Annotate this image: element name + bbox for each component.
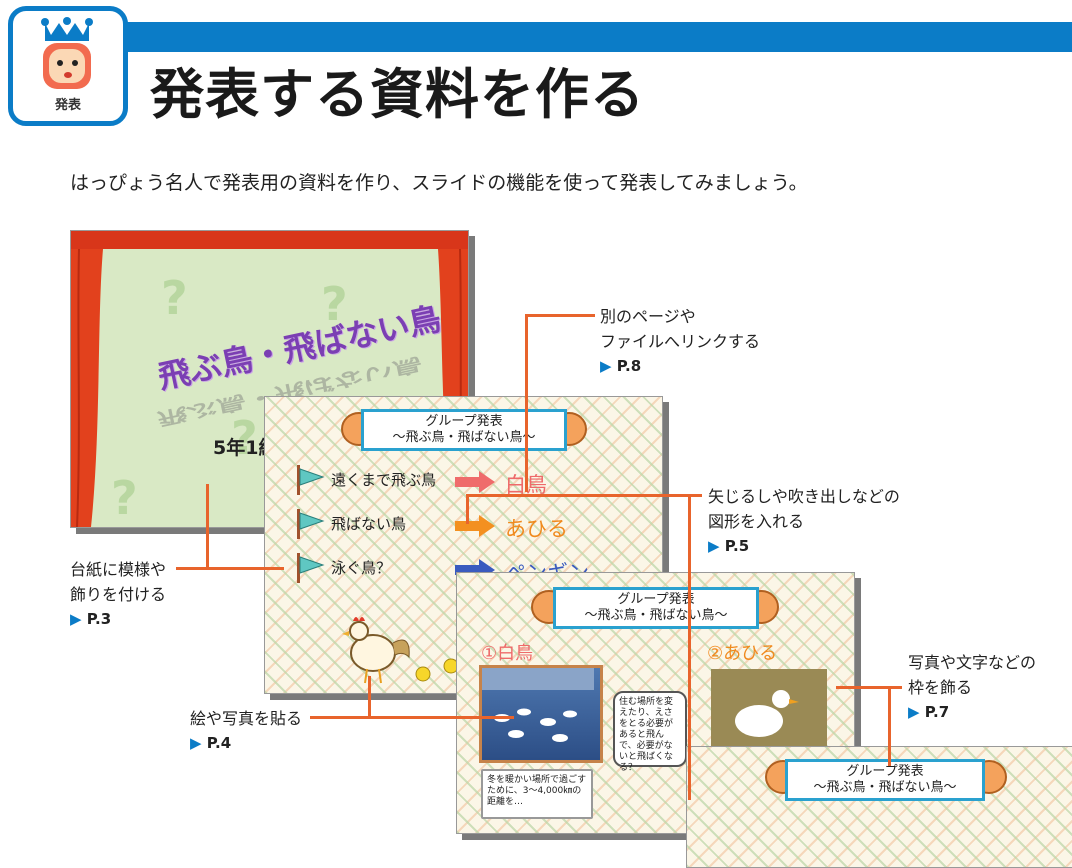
triangle-icon: ▶	[908, 703, 920, 721]
callout-line: ファイルへリンクする	[600, 332, 761, 351]
presentation-badge: 発表	[8, 6, 128, 126]
flag-icon	[297, 465, 325, 495]
rooster-illustration	[342, 617, 410, 684]
callout-line: 枠を飾る	[908, 678, 973, 697]
leader-line	[888, 686, 891, 766]
reference-page: P.3	[86, 610, 112, 628]
callout-background: 台紙に模様や 飾りを付ける ▶ P.3	[70, 557, 166, 632]
slide-photos: グループ発表 ～飛ぶ鳥・飛ばない鳥～ ①白鳥 ②あひる 住む場所を変えたり、えさ…	[456, 572, 855, 834]
list-item-label: 泳ぐ鳥？	[331, 559, 392, 577]
triangle-icon: ▶	[70, 610, 82, 628]
question-mark-icon: ?	[161, 271, 188, 325]
page-reference: ▶ P.7	[908, 700, 1036, 725]
banner-line1: グループ発表	[617, 592, 695, 607]
leader-line	[525, 314, 595, 317]
speech-bubble: 住む場所を変えたり、えさをとる必要があると飛んで、必要がないと飛ばくなる？	[613, 691, 687, 773]
banner-line2: ～飛ぶ鳥・飛ばない鳥～	[392, 430, 536, 445]
flag-icon	[297, 553, 325, 583]
triangle-icon: ▶	[190, 734, 202, 752]
callout-line: 別のページや	[600, 307, 696, 326]
page-reference: ▶ P.3	[70, 607, 166, 632]
callout-frame: 写真や文字などの 枠を飾る ▶ P.7	[908, 650, 1036, 725]
section-heading: ①白鳥	[481, 643, 534, 664]
page-reference: ▶ P.5	[708, 534, 900, 559]
flag-icon	[297, 509, 325, 539]
leader-line	[310, 716, 514, 719]
banner-line2: ～飛ぶ鳥・飛ばない鳥～	[813, 780, 957, 795]
callout-line: 矢じるしや吹き出しなどの	[708, 487, 900, 506]
arrow-right-icon	[455, 515, 495, 537]
callout-line: 写真や文字などの	[908, 653, 1037, 672]
section-heading: ②あひる	[707, 643, 778, 664]
list-item-label: 飛ばない鳥	[331, 515, 407, 533]
leader-line	[176, 567, 284, 570]
callout-line: 台紙に模様や	[70, 560, 167, 579]
list-item-answer: あひる	[505, 517, 568, 541]
duck-photo-graphic	[711, 669, 827, 755]
leader-line	[836, 686, 902, 689]
king-face-icon	[41, 17, 93, 89]
reference-page: P.5	[724, 537, 750, 555]
triangle-icon: ▶	[600, 357, 612, 375]
callout-line: 絵や写真を貼る	[190, 709, 303, 728]
swan-photo-graphic	[482, 668, 594, 742]
leader-line	[466, 494, 702, 497]
callout-shapes: 矢じるしや吹き出しなどの 図形を入れる ▶ P.5	[708, 484, 900, 559]
arrow-right-icon	[455, 471, 495, 493]
header-bar	[110, 22, 1072, 52]
leader-line	[688, 494, 691, 800]
callout-picture: 絵や写真を貼る ▶ P.4	[190, 706, 302, 756]
text-note: 冬を暖かい場所で過ごすために、3～4,000㎞の距離を…	[481, 769, 593, 819]
swan-photo	[479, 665, 603, 763]
slide-banner: グループ発表 ～飛ぶ鳥・飛ばない鳥～	[553, 587, 759, 629]
list-item-label: 遠くまで飛ぶ鳥	[331, 471, 437, 489]
slide-banner: グループ発表 ～飛ぶ鳥・飛ばない鳥～	[785, 759, 985, 801]
slide-partial: グループ発表 ～飛ぶ鳥・飛ばない鳥～	[686, 746, 1072, 868]
duck-photo	[711, 669, 827, 755]
intro-text: はっぴょう名人で発表用の資料を作り、スライドの機能を使って発表してみましょう。	[70, 172, 808, 194]
question-mark-icon: ?	[321, 277, 348, 331]
banner-line1: グループ発表	[425, 414, 503, 429]
page-title: 発表する資料を作る	[150, 63, 645, 126]
leader-line	[206, 484, 209, 568]
leader-line	[466, 494, 469, 524]
reference-page: P.7	[924, 703, 950, 721]
question-mark-icon: ?	[231, 411, 258, 465]
callout-link: 別のページや ファイルへリンクする ▶ P.8	[600, 304, 760, 379]
slide-subtitle: 5年1組	[213, 437, 278, 459]
triangle-icon: ▶	[708, 537, 720, 555]
banner-line2: ～飛ぶ鳥・飛ばない鳥～	[584, 608, 728, 623]
question-mark-icon: ?	[111, 471, 138, 525]
callout-line: 図形を入れる	[708, 512, 805, 531]
badge-label: 発表	[54, 98, 81, 113]
callout-line: 飾りを付ける	[70, 585, 167, 604]
leader-line	[525, 314, 528, 492]
reference-page: P.8	[616, 357, 642, 375]
reference-page: P.4	[206, 734, 232, 752]
chick-icon	[415, 666, 431, 682]
leader-line	[368, 676, 371, 718]
slide-banner: グループ発表 ～飛ぶ鳥・飛ばない鳥～	[361, 409, 567, 451]
page-reference: ▶ P.4	[190, 731, 302, 756]
banner-line1: グループ発表	[846, 764, 924, 779]
page-reference: ▶ P.8	[600, 354, 760, 379]
